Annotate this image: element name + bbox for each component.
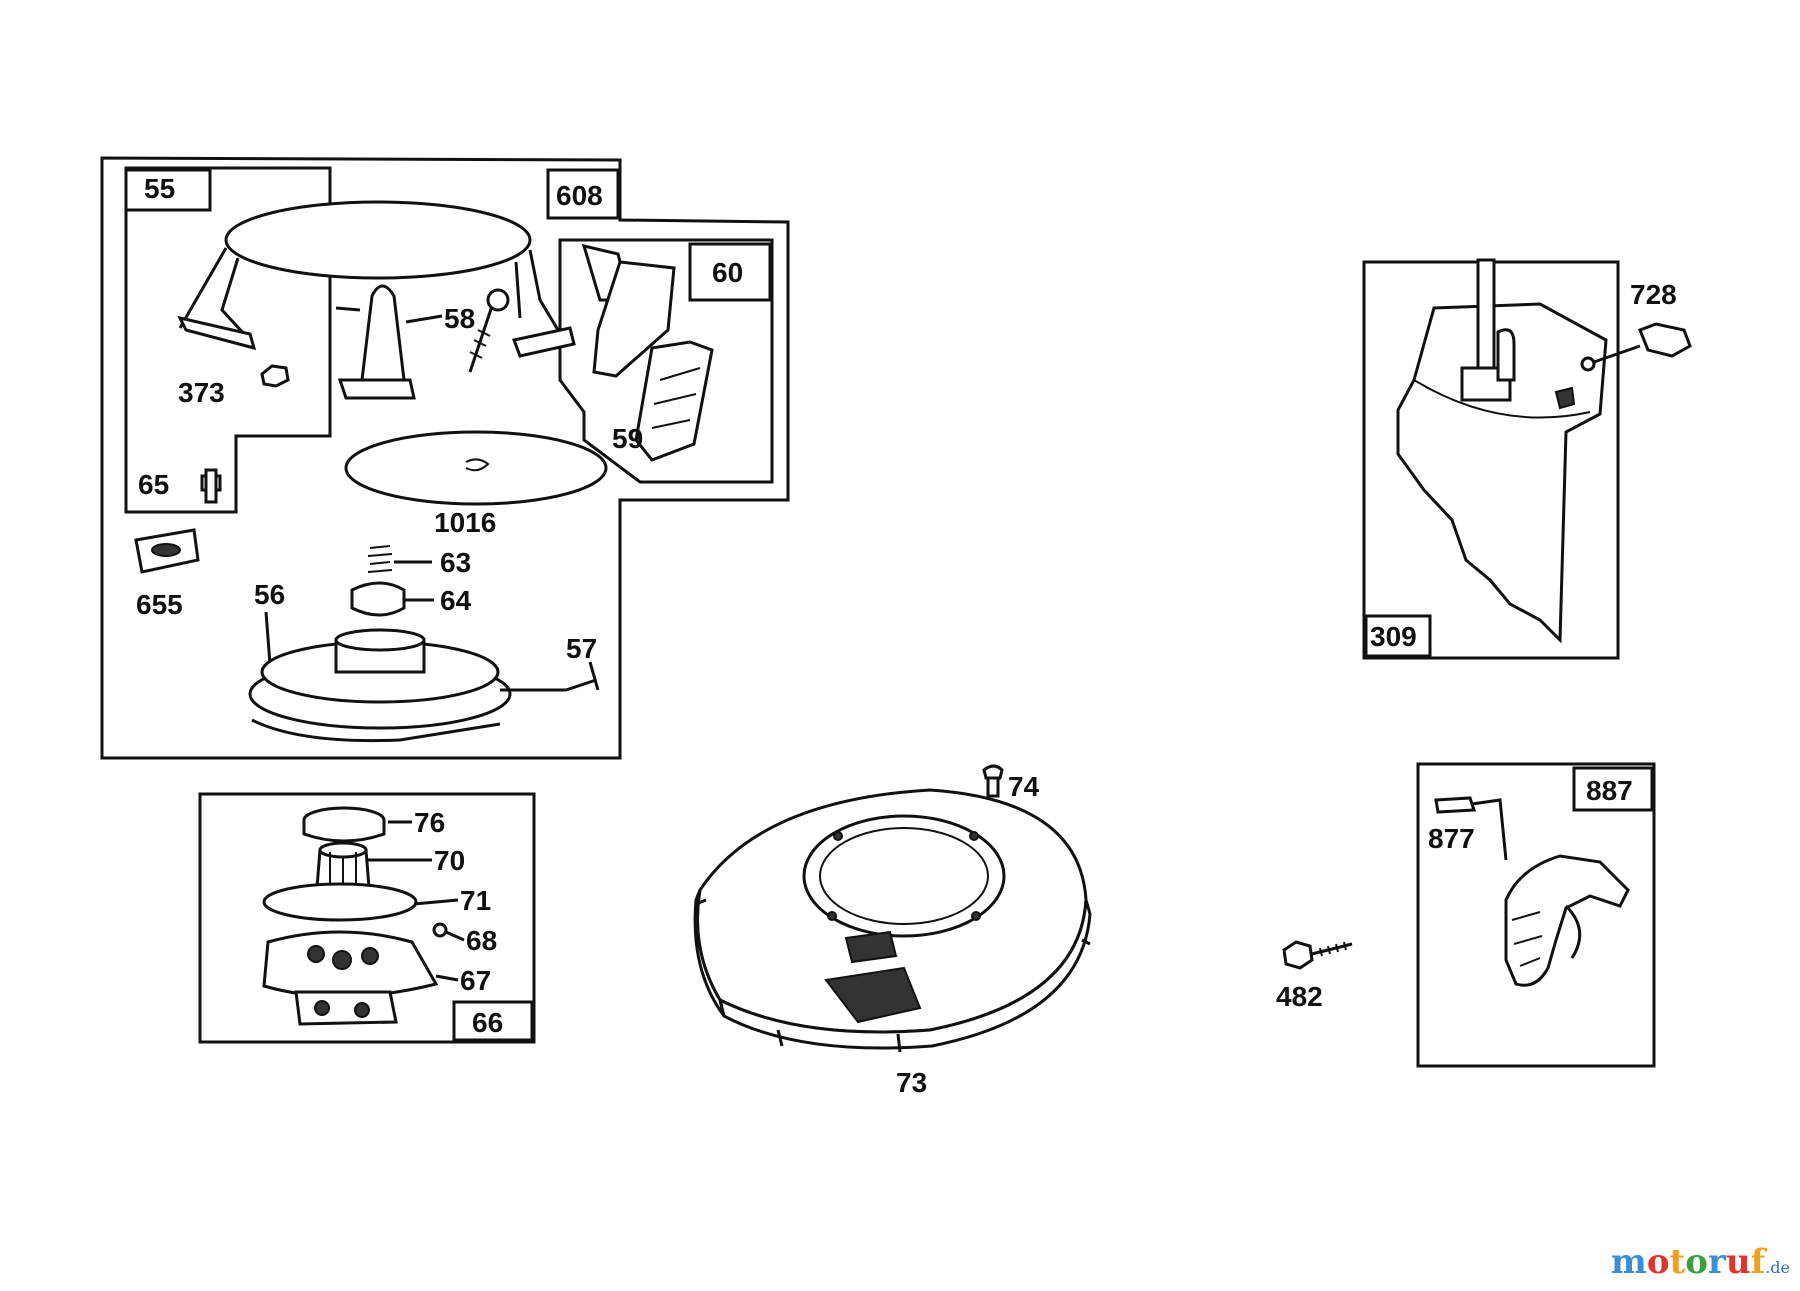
label-309: 309 [1370,621,1417,652]
part-56-pulley [248,611,512,743]
label-887: 887 [1586,775,1633,806]
label-1016: 1016 [434,507,496,538]
part-1016-disc [344,430,608,506]
part-76-cap [302,806,412,843]
part-73-screen [693,788,1092,1053]
label-655: 655 [136,589,183,620]
part-65-screw [200,468,222,504]
label-66: 66 [472,1007,503,1038]
watermark-letter: m [1610,1242,1647,1282]
part-60-handle [581,243,676,378]
part-482-screw [1282,940,1353,970]
label-68: 68 [466,925,497,956]
label-76: 76 [414,807,445,838]
part-887-armature [1504,854,1630,987]
group-887-outline [1416,762,1656,1068]
group-55-outline [124,166,332,514]
part-59-insert [634,340,714,462]
part-877-wire [1434,796,1508,861]
part-71-washer [262,882,459,922]
watermark-logo: motoruf.de [1611,1242,1790,1282]
label-877: 877 [1428,823,1475,854]
watermark-letter: r [1707,1242,1726,1282]
label-71: 71 [460,885,491,916]
label-63: 63 [440,547,471,578]
label-608: 608 [556,180,603,211]
part-63-spring [367,545,432,573]
part-373-nut [260,364,290,388]
watermark-letter: f [1750,1242,1766,1282]
label-67: 67 [460,965,491,996]
part-68-ball [432,922,465,942]
part-57-rope [500,661,600,692]
part-64-retainer [350,581,434,617]
part-309-housing [1396,258,1608,644]
group-608-outline [100,156,790,760]
watermark-letter: o [1685,1242,1708,1282]
part-67-housing [262,930,459,1026]
part-655-plate [134,528,200,574]
label-55: 55 [144,173,175,204]
watermark-letter: u [1725,1242,1751,1282]
label-57: 57 [566,633,597,664]
watermark-letter: t [1669,1242,1686,1282]
group-60-outline [558,238,774,484]
label-56: 56 [254,579,285,610]
label-728: 728 [1630,279,1677,310]
label-59: 59 [612,423,643,454]
label-64: 64 [440,585,472,616]
group-66-outline [198,792,536,1044]
part-728-nut [1593,322,1692,364]
part-58 [405,288,510,373]
label-74: 74 [1008,771,1040,802]
part-74-screw [982,764,1004,798]
starter-post [337,284,416,400]
label-73: 73 [896,1067,927,1098]
rewind-housing [177,200,576,358]
label-373: 373 [178,377,225,408]
watermark-letter: o [1646,1242,1670,1282]
label-60: 60 [712,257,743,288]
label-65: 65 [138,469,169,500]
label-70: 70 [434,845,465,876]
label-58: 58 [444,303,475,334]
label-482: 482 [1276,981,1323,1012]
watermark-suffix: .de [1765,1258,1790,1277]
